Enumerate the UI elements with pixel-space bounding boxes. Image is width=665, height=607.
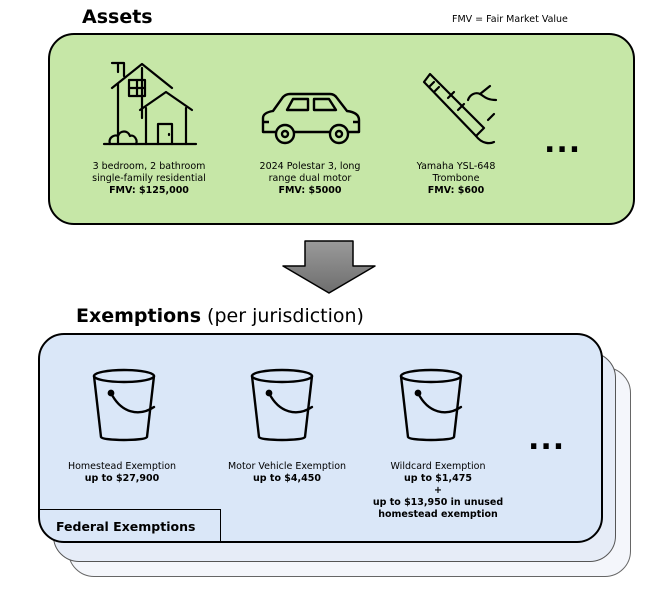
exemption-caption-motor-vehicle: Motor Vehicle Exemption up to $4,450 — [227, 461, 347, 484]
exemptions-title: Exemptions (per jurisdiction) — [76, 305, 364, 327]
bucket-icon — [92, 368, 156, 442]
bucket-icon — [250, 368, 314, 442]
house-icon — [102, 61, 198, 146]
exemption-caption-homestead: Homestead Exemption up to $27,900 — [67, 461, 177, 484]
assets-title: Assets — [82, 6, 153, 28]
car-icon — [261, 92, 361, 145]
down-arrow — [282, 240, 376, 294]
more-assets-ellipsis: ... — [544, 125, 582, 160]
bucket-icon — [399, 368, 463, 442]
exemptions-panel — [38, 333, 603, 543]
asset-caption-trombone: Yamaha YSL-648 Trombone FMV: $600 — [416, 161, 496, 196]
exemption-caption-wildcard: Wildcard Exemption up to $1,475 + up to … — [372, 461, 504, 520]
more-exemptions-ellipsis: ... — [528, 422, 566, 457]
asset-caption-car: 2024 Polestar 3, long range dual motor F… — [259, 161, 361, 196]
jurisdiction-label: Federal Exemptions — [38, 509, 221, 543]
trombone-icon — [422, 72, 498, 145]
fmv-note: FMV = Fair Market Value — [452, 14, 568, 25]
asset-caption-house: 3 bedroom, 2 bathroom single-family resi… — [92, 161, 206, 196]
